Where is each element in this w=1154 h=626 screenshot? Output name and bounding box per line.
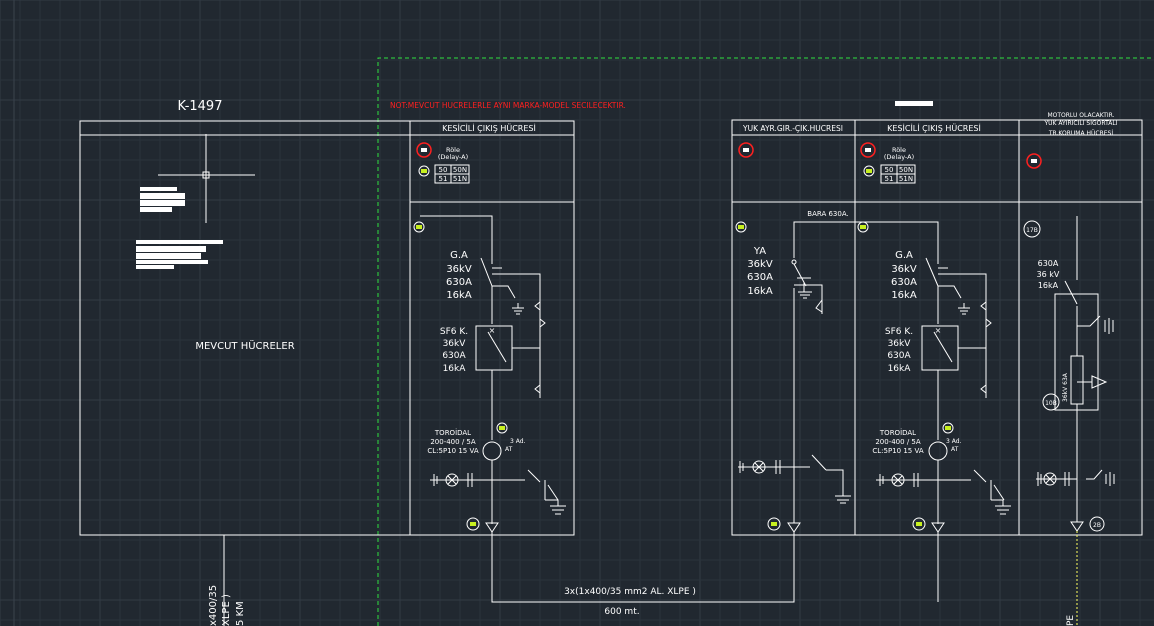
switchboard-right bbox=[731, 119, 1143, 536]
svg-text:MOTORLU OLACAKTIR.: MOTORLU OLACAKTIR. bbox=[1047, 112, 1114, 119]
svg-text:36kV 63A: 36kV 63A bbox=[1062, 372, 1069, 402]
svg-text:SF6 K.: SF6 K. bbox=[440, 327, 468, 337]
svg-text:51: 51 bbox=[439, 175, 448, 183]
svg-text:36kV: 36kV bbox=[446, 264, 472, 275]
svg-text:XLPE ): XLPE ) bbox=[221, 594, 232, 626]
relay-table-2: 50 50N 51 51N bbox=[880, 164, 916, 184]
svg-text:(Delay-A): (Delay-A) bbox=[884, 153, 914, 161]
svg-text:AT: AT bbox=[951, 446, 959, 453]
relay-table: 50 50N 51 51N bbox=[434, 164, 470, 184]
svg-text:16kA: 16kA bbox=[747, 286, 773, 297]
svg-text:16kA: 16kA bbox=[443, 364, 467, 374]
svg-text:36 kV: 36 kV bbox=[1037, 270, 1060, 279]
svg-text:SF6 K.: SF6 K. bbox=[885, 327, 913, 337]
svg-text:G.A: G.A bbox=[450, 250, 468, 261]
svg-text:TR.KORUMA HÜCRESİ: TR.KORUMA HÜCRESİ bbox=[1048, 130, 1113, 137]
svg-text:Röle: Röle bbox=[892, 146, 906, 154]
svg-text:×: × bbox=[489, 326, 496, 335]
fuse-switch-label: 630A 36 kV 16kA bbox=[1037, 259, 1060, 290]
cable-link: 3x(1x400/35 mm2 AL. XLPE ) 600 mt. bbox=[491, 532, 795, 617]
svg-text:CL:5P10 15 VA: CL:5P10 15 VA bbox=[872, 447, 923, 455]
svg-text:3 Ad.: 3 Ad. bbox=[510, 438, 526, 445]
cell3-title: KESİCİLİ ÇIKIŞ HÜCRESİ bbox=[887, 123, 981, 133]
svg-text:2B: 2B bbox=[1093, 522, 1101, 529]
ya-switch-label: YA 36kV 630A 16kA bbox=[747, 246, 773, 297]
sf6-breaker-label: SF6 K. 36kV 630A 16kA bbox=[440, 327, 468, 374]
cell-load-switch: YUK AYR.GIR.-ÇIK.HUCRESI BARA 630A. YA 3… bbox=[735, 124, 855, 533]
svg-text:TOROİDAL: TOROİDAL bbox=[434, 428, 471, 437]
toroid-label: TOROİDAL 200-400 / 5A CL:5P10 15 VA 3 Ad… bbox=[427, 428, 525, 455]
svg-text:YUK AYIRICILI SIGORTALI: YUK AYIRICILI SIGORTALI bbox=[1044, 120, 1118, 127]
svg-text:36kV: 36kV bbox=[443, 339, 467, 349]
svg-text:16kA: 16kA bbox=[888, 364, 912, 374]
svg-text:3 Ad.: 3 Ad. bbox=[946, 438, 962, 445]
svg-text:50: 50 bbox=[439, 166, 448, 174]
svg-text:36kV: 36kV bbox=[888, 339, 912, 349]
svg-text:16kA: 16kA bbox=[1038, 281, 1059, 290]
svg-text:10B: 10B bbox=[1045, 400, 1057, 407]
cable-spec: 3x(1x400/35 mm2 AL. XLPE ) bbox=[564, 587, 696, 597]
svg-text:630A: 630A bbox=[446, 277, 472, 288]
crosshair-cursor bbox=[158, 134, 255, 223]
svg-text:5 KM: 5 KM bbox=[235, 601, 246, 626]
cell-id: K-1497 bbox=[178, 99, 223, 114]
svg-text:630A: 630A bbox=[891, 277, 917, 288]
svg-text:TOROİDAL: TOROİDAL bbox=[879, 428, 916, 437]
svg-text:36kV: 36kV bbox=[747, 259, 773, 270]
cable-length: 600 mt. bbox=[604, 607, 639, 617]
cell2-title: YUK AYR.GIR.-ÇIK.HUCRESI bbox=[742, 124, 843, 133]
toroid-label-2: TOROİDAL 200-400 / 5A CL:5P10 15 VA 3 Ad… bbox=[872, 428, 961, 455]
svg-text:50N: 50N bbox=[899, 166, 913, 174]
title-bar-mark bbox=[895, 101, 933, 106]
toroid-ct bbox=[482, 441, 502, 461]
svg-text:630A: 630A bbox=[442, 351, 466, 361]
left-cable-label: x400/35 XLPE ) 5 KM bbox=[208, 585, 246, 626]
svg-text:CL:5P10 15 VA: CL:5P10 15 VA bbox=[427, 447, 478, 455]
svg-text:YA: YA bbox=[753, 246, 766, 257]
ga-breaker-label: G.A 36kV 630A 16kA bbox=[446, 250, 472, 301]
svg-text:16kA: 16kA bbox=[446, 290, 472, 301]
svg-text:51: 51 bbox=[885, 175, 894, 183]
existing-cells-label: MEVCUT HÜCRELER bbox=[195, 339, 294, 352]
indicator-red-circle bbox=[416, 142, 432, 158]
svg-text:50: 50 bbox=[885, 166, 894, 174]
svg-text:51N: 51N bbox=[899, 175, 913, 183]
note-text: NOT:MEVCUT HUCRELERLE AYNI MARKA-MODEL S… bbox=[390, 101, 626, 110]
relay-name: Röle bbox=[446, 146, 460, 154]
cell-breaker-outgoing-2: KESİCİLİ ÇIKIŞ HÜCRESİ Röle (Delay-A) 50… bbox=[855, 123, 1011, 602]
svg-text:17B: 17B bbox=[1026, 227, 1038, 234]
sf6-breaker-label-2: SF6 K. 36kV 630A 16kA bbox=[885, 327, 913, 374]
svg-text:×: × bbox=[935, 326, 942, 335]
svg-text:16kA: 16kA bbox=[891, 290, 917, 301]
relay-type: (Delay-A) bbox=[438, 153, 468, 161]
cell1-title: KESİCİLİ ÇIKIŞ HÜCRESİ bbox=[442, 123, 536, 133]
svg-text:G.A: G.A bbox=[895, 250, 913, 261]
lamp-circle bbox=[418, 165, 430, 177]
svg-text:630A: 630A bbox=[1038, 259, 1059, 268]
svg-text:50N: 50N bbox=[453, 166, 467, 174]
redacted-text-blocks bbox=[136, 187, 223, 269]
svg-text:AT: AT bbox=[505, 446, 513, 453]
ga-breaker-label-2: G.A 36kV 630A 16kA bbox=[891, 250, 917, 301]
viewport-frame bbox=[377, 57, 1154, 626]
svg-text:630A: 630A bbox=[887, 351, 911, 361]
cell-breaker-outgoing-1: KESİCİLİ ÇIKIŞ HÜCRESİ Röle (Delay-A) 50… bbox=[409, 120, 575, 536]
svg-text:200-400 / 5A: 200-400 / 5A bbox=[430, 438, 476, 446]
svg-text:200-400 / 5A: 200-400 / 5A bbox=[875, 438, 921, 446]
svg-text:51N: 51N bbox=[453, 175, 467, 183]
svg-text:x400/35: x400/35 bbox=[208, 585, 219, 626]
cell-transformer-protection: MOTORLU OLACAKTIR. YUK AYIRICILI SIGORTA… bbox=[1023, 112, 1118, 626]
busbar-label: BARA 630A. bbox=[807, 210, 848, 218]
right-cable-label: PE bbox=[1066, 615, 1076, 626]
svg-text:630A: 630A bbox=[747, 272, 773, 283]
svg-text:36kV: 36kV bbox=[891, 264, 917, 275]
